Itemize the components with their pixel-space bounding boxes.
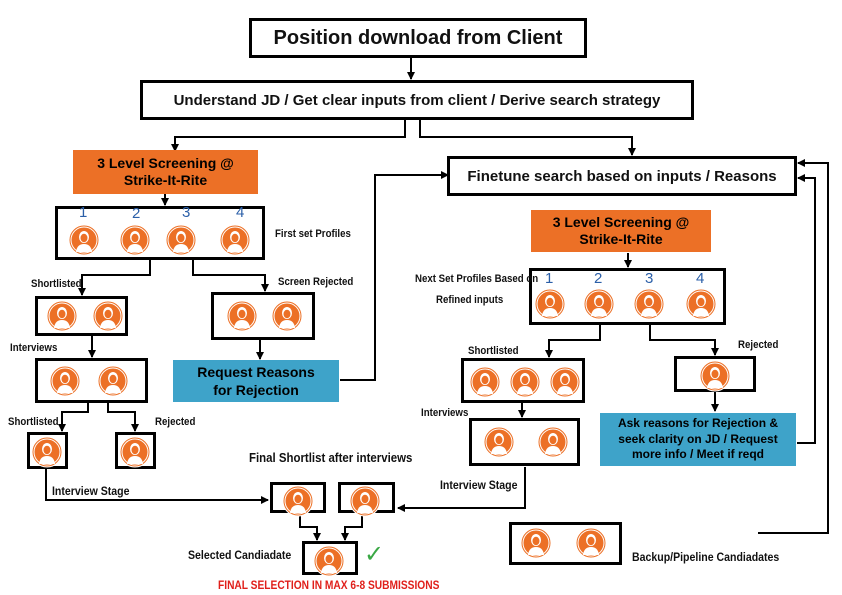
profile-number-4: 4 [696, 270, 705, 287]
first-set-profiles-label: First set Profiles [275, 228, 351, 240]
person-avatar-icon [49, 365, 81, 397]
person-avatar-icon [549, 366, 581, 398]
person-avatar-icon [119, 224, 151, 256]
shortlisted-label: Shortlisted [31, 278, 82, 290]
person-avatar-icon [583, 288, 615, 320]
person-avatar-icon [226, 300, 258, 332]
understand-jd-box: Understand JD / Get clear inputs from cl… [140, 80, 694, 120]
profile-number-4: 4 [236, 204, 245, 221]
person-avatar-icon [699, 360, 731, 392]
person-avatar-icon [31, 436, 63, 468]
interview-stage-label: Interview Stage [440, 478, 518, 492]
screening-right-box: 3 Level Screening @ Strike-It-Rite [531, 210, 711, 252]
screening-left-box: 3 Level Screening @ Strike-It-Rite [73, 150, 258, 194]
next-set-label-line2: Refined inputs [436, 294, 504, 306]
person-avatar-icon [313, 545, 345, 577]
person-avatar-icon [534, 288, 566, 320]
backup-pipeline-label: Backup/Pipeline Candiadates [632, 550, 780, 564]
profile-number-1: 1 [545, 270, 554, 287]
finetune-search-box: Finetune search based on inputs / Reason… [447, 156, 797, 196]
person-avatar-icon [282, 485, 314, 517]
selected-candidate-label: Selected Candiadate [188, 548, 292, 562]
person-avatar-icon [97, 365, 129, 397]
rejected-label: Rejected [155, 416, 196, 428]
profile-number-1: 1 [79, 204, 88, 221]
ask-reasons-box: Ask reasons for Rejection & seek clarity… [600, 413, 796, 466]
person-avatar-icon [46, 300, 78, 332]
final-selection-note: FINAL SELECTION IN MAX 6-8 SUBMISSIONS [218, 578, 440, 592]
person-avatar-icon [271, 300, 303, 332]
screen-rejected-label: Screen Rejected [278, 276, 354, 288]
person-avatar-icon [92, 300, 124, 332]
person-avatar-icon [633, 288, 665, 320]
final-shortlist-label: Final Shortlist after interviews [249, 450, 413, 465]
shortlisted-label: Shortlisted [8, 416, 59, 428]
profile-number-3: 3 [182, 204, 191, 221]
request-reasons-box: Request Reasons for Rejection [173, 360, 339, 402]
rejected-label: Rejected [738, 339, 779, 351]
profile-number-3: 3 [645, 270, 654, 287]
person-avatar-icon [165, 224, 197, 256]
interview-stage-label: Interview Stage [52, 484, 130, 498]
person-avatar-icon [520, 527, 552, 559]
person-avatar-icon [469, 366, 501, 398]
interviews-label: Interviews [421, 407, 469, 419]
person-avatar-icon [483, 426, 515, 458]
next-set-label: Next Set Profiles Based on [415, 273, 539, 285]
person-avatar-icon [68, 224, 100, 256]
person-avatar-icon [575, 527, 607, 559]
shortlisted-label: Shortlisted [468, 345, 519, 357]
person-avatar-icon [219, 224, 251, 256]
checkmark-icon: ✓ [364, 541, 385, 568]
person-avatar-icon [119, 436, 151, 468]
person-avatar-icon [537, 426, 569, 458]
person-avatar-icon [685, 288, 717, 320]
profile-number-2: 2 [132, 205, 141, 222]
person-avatar-icon [509, 366, 541, 398]
interviews-label: Interviews [10, 342, 58, 354]
profile-number-2: 2 [594, 270, 603, 287]
person-avatar-icon [349, 485, 381, 517]
position-download-box: Position download from Client [249, 18, 587, 58]
